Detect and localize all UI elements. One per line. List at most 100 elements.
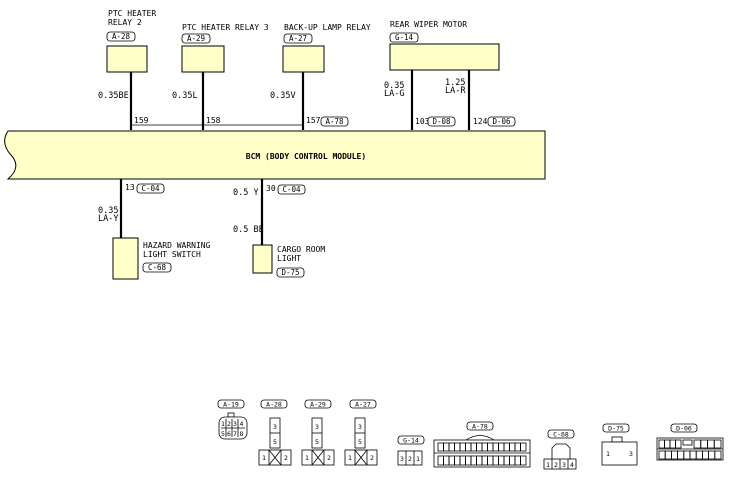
- g14-pin-2: 2: [408, 455, 412, 463]
- a27-pin-3: 3: [358, 423, 362, 431]
- a27-tag: [349, 399, 377, 409]
- a19-pin-3: 3: [233, 420, 237, 428]
- g14-pin-3: 3: [400, 455, 404, 463]
- hazard-switch-connector-label: C-68: [148, 263, 167, 272]
- a19-tag: [217, 399, 245, 409]
- a29-pin-2: 2: [327, 454, 331, 462]
- cargo-light-name-line1: CARGO ROOM: [277, 245, 325, 254]
- a19-latch: [227, 412, 235, 418]
- g14-pin-1: 1: [416, 455, 420, 463]
- ptc-relay-2-name-line2: RELAY 2: [108, 18, 142, 27]
- a78-pin-grid: [437, 442, 527, 466]
- d06-view-tag: [670, 423, 698, 433]
- bcm-label: BCM (BODY CONTROL MODULE): [246, 152, 366, 161]
- cargo-room-light: CARGO ROOM LIGHT D-75: [252, 244, 325, 278]
- pin-cavity: [714, 450, 722, 460]
- g14-label: G-14: [403, 437, 419, 445]
- connector-view-g14: G-14 3 2 1: [397, 435, 425, 466]
- d75-view-tag: [602, 423, 630, 433]
- ptc-relay-3-connector-tag: [181, 33, 211, 44]
- c68-pin-4: 4: [570, 461, 574, 469]
- ptc-relay-2-body: [106, 45, 148, 73]
- a28-tag: [260, 399, 288, 409]
- c68-view-tag: [547, 429, 575, 439]
- a78-latch: [465, 435, 495, 441]
- a29-pin-5: 5: [315, 438, 319, 446]
- connector-view-a29: A-29 3 5 1 2: [301, 399, 335, 466]
- d08-tag-label: D-08: [432, 117, 451, 126]
- bcm-body: [4, 130, 546, 180]
- a29-cross-2: [311, 449, 325, 466]
- a29-tag: [304, 399, 332, 409]
- ptc-relay-2-connector-tag: [106, 31, 136, 42]
- d75-pin-3: 3: [629, 450, 633, 458]
- connector-view-c68: C-68 1 2 3 4: [543, 429, 577, 470]
- g14-body: [397, 450, 423, 466]
- cargo-light-body: [252, 244, 273, 274]
- a28-label: A-28: [266, 401, 282, 409]
- pin-124: 124: [473, 117, 488, 126]
- connector-view-d75: D-75 1 3: [601, 423, 638, 466]
- ptc-heater-relay-3: PTC HEATER RELAY 3 A-29: [181, 23, 269, 73]
- a78-view-label: A-78: [472, 423, 488, 431]
- ptc-relay-2-name-line1: PTC HEATER: [108, 9, 156, 18]
- wiper-motor-connector-label: G-14: [395, 33, 414, 42]
- pin-30: 30: [266, 184, 276, 193]
- d75-pin-1: 1: [606, 450, 610, 458]
- bcm: BCM (BODY CONTROL MODULE): [4, 130, 546, 180]
- wire-cargo-spec1: 0.5 Y: [233, 188, 259, 198]
- connector-view-a78: A-78: [433, 421, 531, 468]
- pin-103: 103: [415, 117, 430, 126]
- rear-wiper-motor: REAR WIPER MOTOR G-14: [389, 20, 500, 71]
- d06-tag: [487, 116, 516, 127]
- d06-center-key: [682, 439, 693, 446]
- pin-cavity: [675, 439, 682, 449]
- a28-pin-3: 3: [273, 423, 277, 431]
- a19-label: A-19: [223, 401, 239, 409]
- d06-pin-grid: [658, 439, 722, 460]
- a28-pin-5: 5: [273, 438, 277, 446]
- ptc-heater-relay-2: PTC HEATER RELAY 2 A-28: [106, 9, 156, 73]
- ptc-relay-2-connector-label: A-28: [112, 32, 131, 41]
- pin-13: 13: [125, 183, 135, 192]
- hazard-switch-name-line2: LIGHT SWITCH: [143, 250, 201, 259]
- ptc-relay-3-body: [181, 45, 225, 73]
- hazard-switch-connector-tag: [142, 262, 172, 273]
- a27-label: A-27: [355, 401, 371, 409]
- d08-tag: [427, 116, 456, 127]
- a19-pin-5: 5: [221, 430, 225, 438]
- a19-pin-6: 6: [227, 430, 231, 438]
- wire-cargo-spec2: 0.5 BE: [233, 225, 264, 235]
- hazard-warning-light-switch: HAZARD WARNING LIGHT SWITCH C-68: [112, 237, 211, 280]
- a19-pin-1: 1: [221, 420, 225, 428]
- wire-wiper2-spec2: LA-R: [445, 86, 466, 96]
- wire-wiper1-spec2: LA-G: [384, 89, 404, 99]
- a28-pin-2: 2: [284, 454, 288, 462]
- cargo-light-connector-tag: [276, 267, 305, 278]
- backup-relay-name: BACK-UP LAMP RELAY: [284, 23, 371, 32]
- top-wires: 0.35BE 0.35L 0.35V 0.35 LA-G 1.25 LA-R 1…: [98, 70, 516, 130]
- cargo-light-name-line2: LIGHT: [277, 254, 301, 263]
- wire-hazard-spec1: 0.35: [98, 206, 118, 216]
- c04-tag-hazard-label: C-04: [141, 184, 160, 193]
- c68-pin-2: 2: [554, 461, 558, 469]
- g14-tag: [397, 435, 425, 445]
- backup-relay-connector-label: A-27: [289, 34, 307, 43]
- pin-158: 158: [206, 116, 221, 125]
- a29-pin-1: 1: [305, 454, 309, 462]
- wire-wiper1-spec1: 0.35: [384, 81, 404, 91]
- wiper-motor-connector-tag: [389, 32, 419, 43]
- cargo-light-connector-label: D-75: [281, 268, 299, 277]
- a27-pin-1: 1: [348, 454, 352, 462]
- connector-view-d06: D-06: [656, 423, 724, 461]
- backup-relay-body: [282, 45, 325, 73]
- wire-wiper2-spec1: 1.25: [445, 78, 465, 88]
- c68-view-label: C-68: [553, 431, 569, 439]
- a78-view-tag: [466, 421, 494, 431]
- hazard-switch-body: [112, 237, 139, 280]
- c68-pin-1: 1: [546, 461, 550, 469]
- a29-label: A-29: [310, 401, 326, 409]
- d06-view-label: D-06: [676, 425, 692, 433]
- pin-cavity: [713, 439, 722, 449]
- pin-cavity: [520, 455, 527, 466]
